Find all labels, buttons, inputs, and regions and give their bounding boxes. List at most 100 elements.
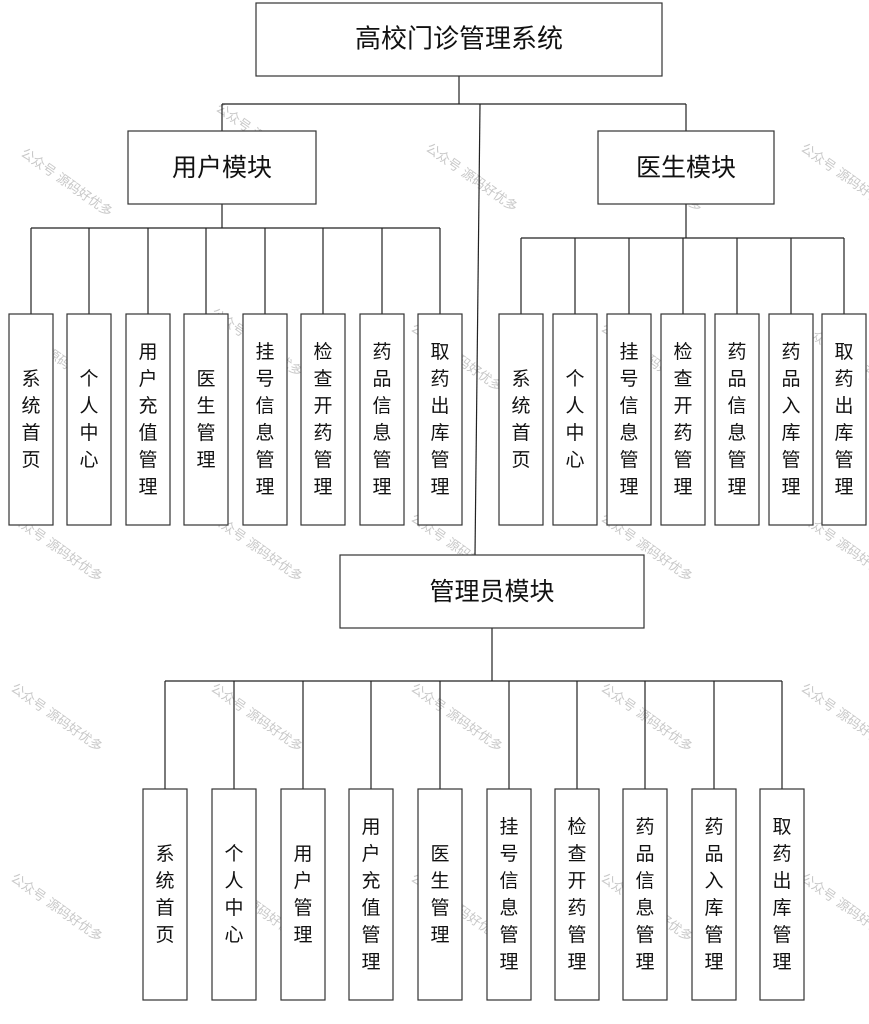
watermark-text: 公众号 源码好优多 xyxy=(798,870,869,945)
user-function-box-frame xyxy=(8,313,54,526)
admin-function-box-frame xyxy=(622,788,668,1001)
user-function-box-frame xyxy=(66,313,112,526)
admin-module-box-label: 管理员模块 xyxy=(429,577,554,606)
user-function-box-frame xyxy=(300,313,346,526)
branch-to-admin-module xyxy=(474,103,481,556)
admin-function-box: 系统首页 xyxy=(142,788,188,1001)
doctor-module-box-label: 医生模块 xyxy=(636,153,736,182)
user-function-box: 用户充值管理 xyxy=(125,313,171,526)
admin-function-box-label: 个人中心 xyxy=(224,843,243,946)
doctor-function-box-label: 药品入库管理 xyxy=(781,341,800,498)
doctor-function-box: 挂号信息管理 xyxy=(606,313,652,526)
admin-function-box: 取药出库管理 xyxy=(759,788,805,1001)
doctor-function-box: 系统首页 xyxy=(498,313,544,526)
admin-function-box-frame xyxy=(554,788,600,1001)
doctor-function-box: 检查开药管理 xyxy=(660,313,706,526)
user-function-box-label: 挂号信息管理 xyxy=(255,341,274,498)
admin-function-box-label: 取药出库管理 xyxy=(772,816,791,973)
watermark-text: 公众号 源码好优多 xyxy=(408,680,506,755)
admin-function-box: 用户充值管理 xyxy=(348,788,394,1001)
user-function-box-frame xyxy=(183,313,229,526)
admin-module-box: 管理员模块 xyxy=(339,554,645,629)
doctor-function-box-label: 药品信息管理 xyxy=(727,341,746,498)
admin-function-box-frame xyxy=(348,788,394,1001)
doctor-function-box-label: 系统首页 xyxy=(511,368,530,471)
watermark-text: 公众号 源码好优多 xyxy=(423,140,521,215)
admin-function-box-label: 药品信息管理 xyxy=(635,816,654,973)
admin-module-box-frame xyxy=(339,554,645,629)
watermark-text: 公众号 源码好优多 xyxy=(8,870,106,945)
admin-function-box-frame xyxy=(211,788,257,1001)
diagram-boxes: 高校门诊管理系统用户模块医生模块管理员模块系统首页个人中心用户充值管理医生管理挂… xyxy=(8,2,867,1001)
admin-function-box: 个人中心 xyxy=(211,788,257,1001)
user-function-box: 系统首页 xyxy=(8,313,54,526)
user-function-box-label: 检查开药管理 xyxy=(313,341,332,498)
admin-function-box-frame xyxy=(759,788,805,1001)
user-module-box: 用户模块 xyxy=(127,130,317,205)
doctor-function-box-frame xyxy=(498,313,544,526)
admin-function-box: 用户管理 xyxy=(280,788,326,1001)
doctor-function-box-frame xyxy=(552,313,598,526)
user-function-box-label: 系统首页 xyxy=(21,368,40,471)
admin-function-box-label: 药品入库管理 xyxy=(704,816,723,973)
user-function-box-label: 用户充值管理 xyxy=(138,341,157,498)
admin-function-box: 检查开药管理 xyxy=(554,788,600,1001)
system-title-box-label: 高校门诊管理系统 xyxy=(355,25,563,55)
user-function-box: 检查开药管理 xyxy=(300,313,346,526)
connector-lines xyxy=(30,76,845,789)
doctor-function-box-label: 取药出库管理 xyxy=(834,341,853,498)
watermark-text: 公众号 源码好优多 xyxy=(798,680,869,755)
doctor-module-box: 医生模块 xyxy=(597,130,775,205)
admin-function-box: 药品信息管理 xyxy=(622,788,668,1001)
watermark-text: 公众号 源码好优多 xyxy=(798,140,869,215)
watermark-text: 公众号 源码好优多 xyxy=(18,145,116,220)
admin-function-box-label: 系统首页 xyxy=(155,843,174,946)
admin-function-box-label: 挂号信息管理 xyxy=(499,816,518,973)
user-function-box: 取药出库管理 xyxy=(417,313,463,526)
admin-function-box-frame xyxy=(142,788,188,1001)
admin-function-box-frame xyxy=(486,788,532,1001)
user-function-box: 药品信息管理 xyxy=(359,313,405,526)
doctor-function-box: 取药出库管理 xyxy=(821,313,867,526)
user-function-box: 医生管理 xyxy=(183,313,229,526)
user-function-box-label: 取药出库管理 xyxy=(430,341,449,498)
system-title-box: 高校门诊管理系统 xyxy=(255,2,663,77)
user-function-box-frame xyxy=(359,313,405,526)
doctor-function-box-frame xyxy=(768,313,814,526)
doctor-module-box-frame xyxy=(597,130,775,205)
user-function-box: 个人中心 xyxy=(66,313,112,526)
admin-function-box-label: 检查开药管理 xyxy=(567,816,586,973)
user-function-box-frame xyxy=(125,313,171,526)
doctor-function-box-frame xyxy=(660,313,706,526)
admin-function-box: 医生管理 xyxy=(417,788,463,1001)
doctor-function-box: 个人中心 xyxy=(552,313,598,526)
doctor-function-box-label: 挂号信息管理 xyxy=(619,341,638,498)
system-title-box-frame xyxy=(255,2,663,77)
admin-function-box: 药品入库管理 xyxy=(691,788,737,1001)
admin-function-box-frame xyxy=(417,788,463,1001)
admin-function-box-frame xyxy=(280,788,326,1001)
admin-function-box-label: 用户管理 xyxy=(293,843,312,946)
admin-function-box: 挂号信息管理 xyxy=(486,788,532,1001)
user-function-box-frame xyxy=(417,313,463,526)
admin-function-box-label: 医生管理 xyxy=(430,843,449,946)
doctor-function-box-frame xyxy=(606,313,652,526)
doctor-function-box-label: 个人中心 xyxy=(565,368,584,471)
watermark-text: 公众号 源码好优多 xyxy=(208,680,306,755)
user-module-box-label: 用户模块 xyxy=(172,153,272,182)
user-function-box: 挂号信息管理 xyxy=(242,313,288,526)
user-function-box-label: 个人中心 xyxy=(79,368,98,471)
doctor-function-box: 药品入库管理 xyxy=(768,313,814,526)
doctor-function-box: 药品信息管理 xyxy=(714,313,760,526)
admin-function-box-label: 用户充值管理 xyxy=(361,816,380,973)
user-function-box-label: 医生管理 xyxy=(196,368,215,471)
doctor-function-box-frame xyxy=(714,313,760,526)
user-function-box-label: 药品信息管理 xyxy=(372,341,391,498)
doctor-function-box-frame xyxy=(821,313,867,526)
user-module-box-frame xyxy=(127,130,317,205)
user-function-box-frame xyxy=(242,313,288,526)
watermark-text: 公众号 源码好优多 xyxy=(8,680,106,755)
admin-function-box-frame xyxy=(691,788,737,1001)
doctor-function-box-label: 检查开药管理 xyxy=(673,341,692,498)
